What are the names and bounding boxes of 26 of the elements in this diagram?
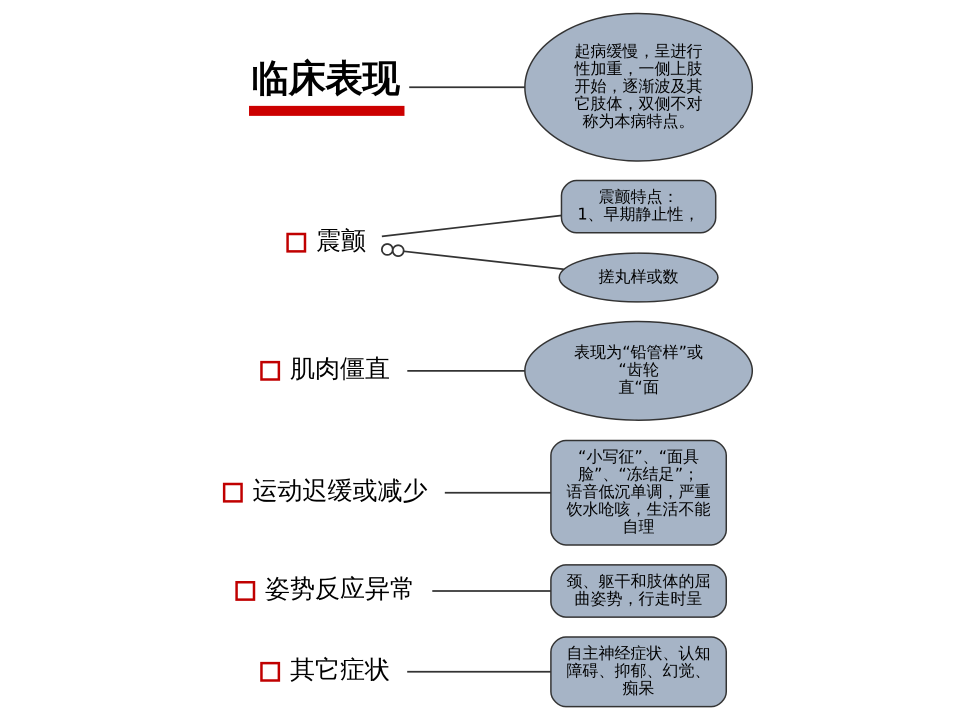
connector bbox=[382, 214, 562, 238]
node-ellipse: 表现为“铅管样”或“齿轮 直“面 bbox=[524, 320, 754, 421]
node-box bbox=[286, 232, 306, 253]
node-box bbox=[260, 360, 280, 381]
node-box: 震颤特点： 1、早期静止性， bbox=[560, 180, 716, 234]
node-label: 震颤 bbox=[316, 226, 366, 255]
connector bbox=[409, 86, 525, 88]
node-label: 其它症状 bbox=[290, 655, 390, 684]
connector bbox=[444, 492, 551, 494]
node-box: “小写征”、“面具脸”、“冻结足”；语音低沉单调，严重饮水呛咳，生活不能自理 bbox=[550, 440, 727, 546]
connector bbox=[407, 370, 525, 372]
node-ellipse: 搓丸样或数 bbox=[558, 252, 719, 303]
connector bbox=[432, 590, 551, 592]
node-box bbox=[235, 581, 256, 601]
node-box: 自主神经症状、认知障碍、抑郁、幻觉、痴呆 bbox=[550, 636, 727, 708]
node-label: 临床表现 bbox=[252, 56, 400, 100]
node-box: 颈、躯干和肢体的屈曲姿势，行走时呈 bbox=[550, 564, 727, 618]
connector bbox=[380, 243, 564, 270]
connector bbox=[407, 670, 551, 673]
node-box bbox=[249, 106, 404, 116]
node-ellipse: 起病缓慢，呈进行性加重，一侧上肢开始，逐渐波及其它肢体，双侧不对称为本病特点。 bbox=[524, 12, 754, 162]
node-box bbox=[260, 662, 280, 682]
node-label: 运动迟缓或减少 bbox=[252, 476, 428, 505]
node-box bbox=[222, 482, 243, 503]
node-label: 肌肉僵直 bbox=[290, 354, 390, 384]
node-label: 姿势反应异常 bbox=[265, 574, 416, 604]
